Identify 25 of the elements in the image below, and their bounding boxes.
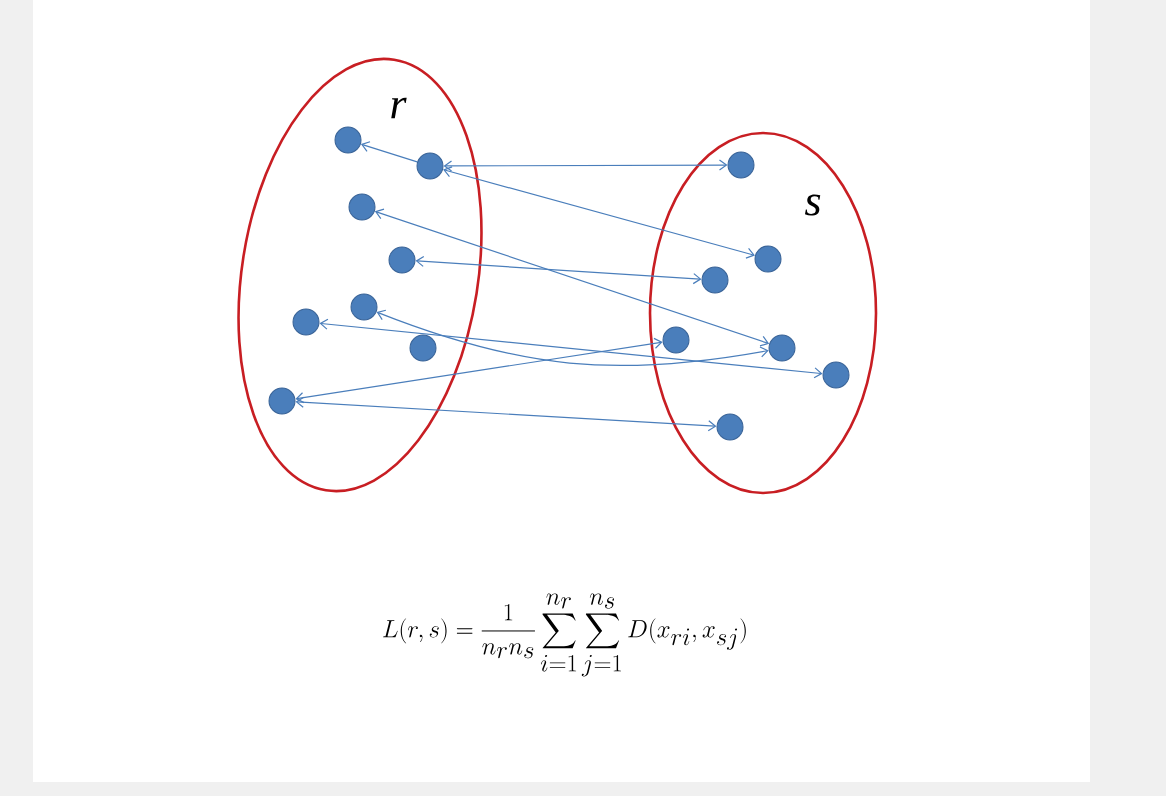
arrow: [376, 309, 769, 367]
arrow: [295, 337, 663, 404]
arrow: [295, 396, 717, 432]
data-point: [409, 334, 437, 362]
data-point: [716, 413, 744, 441]
data-point: [348, 193, 376, 221]
data-point: [768, 334, 796, 362]
arrow: [319, 318, 823, 379]
data-point: [292, 308, 320, 336]
formula: $L(r,s)=\frac{1}{n_r n_s}\sum_{i=1}^{n_r}\sum_{j=1}^{n_s} D(x_{ri},x_{sj})$: [383, 593, 746, 677]
data-point: [334, 126, 362, 154]
data-point: [701, 266, 729, 294]
data-point: [388, 246, 416, 274]
data-point: [350, 293, 378, 321]
data-point: [416, 152, 444, 180]
arrow: [443, 166, 755, 259]
data-point: [268, 387, 296, 415]
arrow: [415, 255, 702, 285]
data-point: [662, 326, 690, 354]
arrow: [360, 141, 418, 163]
arrow: [443, 159, 728, 172]
arrow: [374, 208, 770, 347]
data-point: [754, 245, 782, 273]
data-point: [822, 361, 850, 389]
data-point: [727, 151, 755, 179]
